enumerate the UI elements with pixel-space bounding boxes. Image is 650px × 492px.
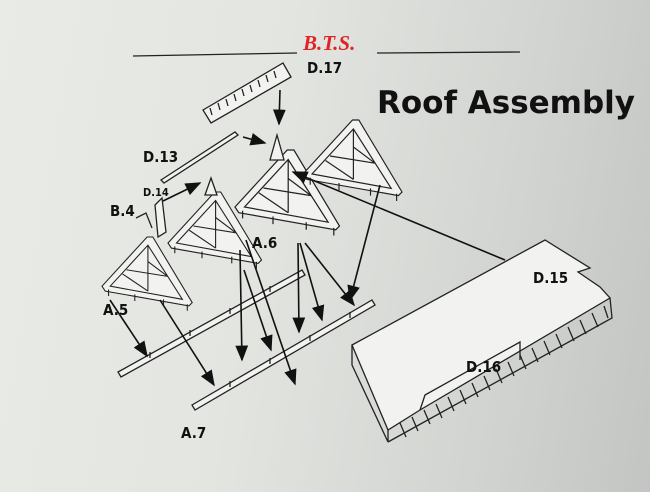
part-d14 [154,196,167,239]
header-rule-right [376,51,521,54]
roof-panel-d15-d16 [351,239,613,443]
label-d17: D.17 [307,59,342,77]
brand-logo: B.T.S. [302,31,355,55]
arrow-d14 [162,182,202,202]
arrow-d17 [273,89,286,126]
label-d13: D.13 [143,148,178,166]
label-d16: D.16 [466,358,501,376]
page-title: Roof Assembly [377,85,635,121]
label-a6: A.6 [252,234,277,252]
label-a5: A.5 [103,301,128,319]
label-d14: D.14 [143,186,169,199]
header-rule-left [132,52,298,57]
placement-arrows [109,171,506,387]
part-d17 [202,62,292,124]
label-d15: D.15 [533,269,568,287]
truss-a6 [234,132,341,237]
truss-mid [167,176,263,270]
label-a7: A.7 [181,424,206,442]
rail-a7 [191,299,376,411]
part-b4 [135,212,153,229]
arrow-d13 [242,133,267,146]
part-d13 [159,131,240,184]
label-b4: B.4 [110,202,135,220]
